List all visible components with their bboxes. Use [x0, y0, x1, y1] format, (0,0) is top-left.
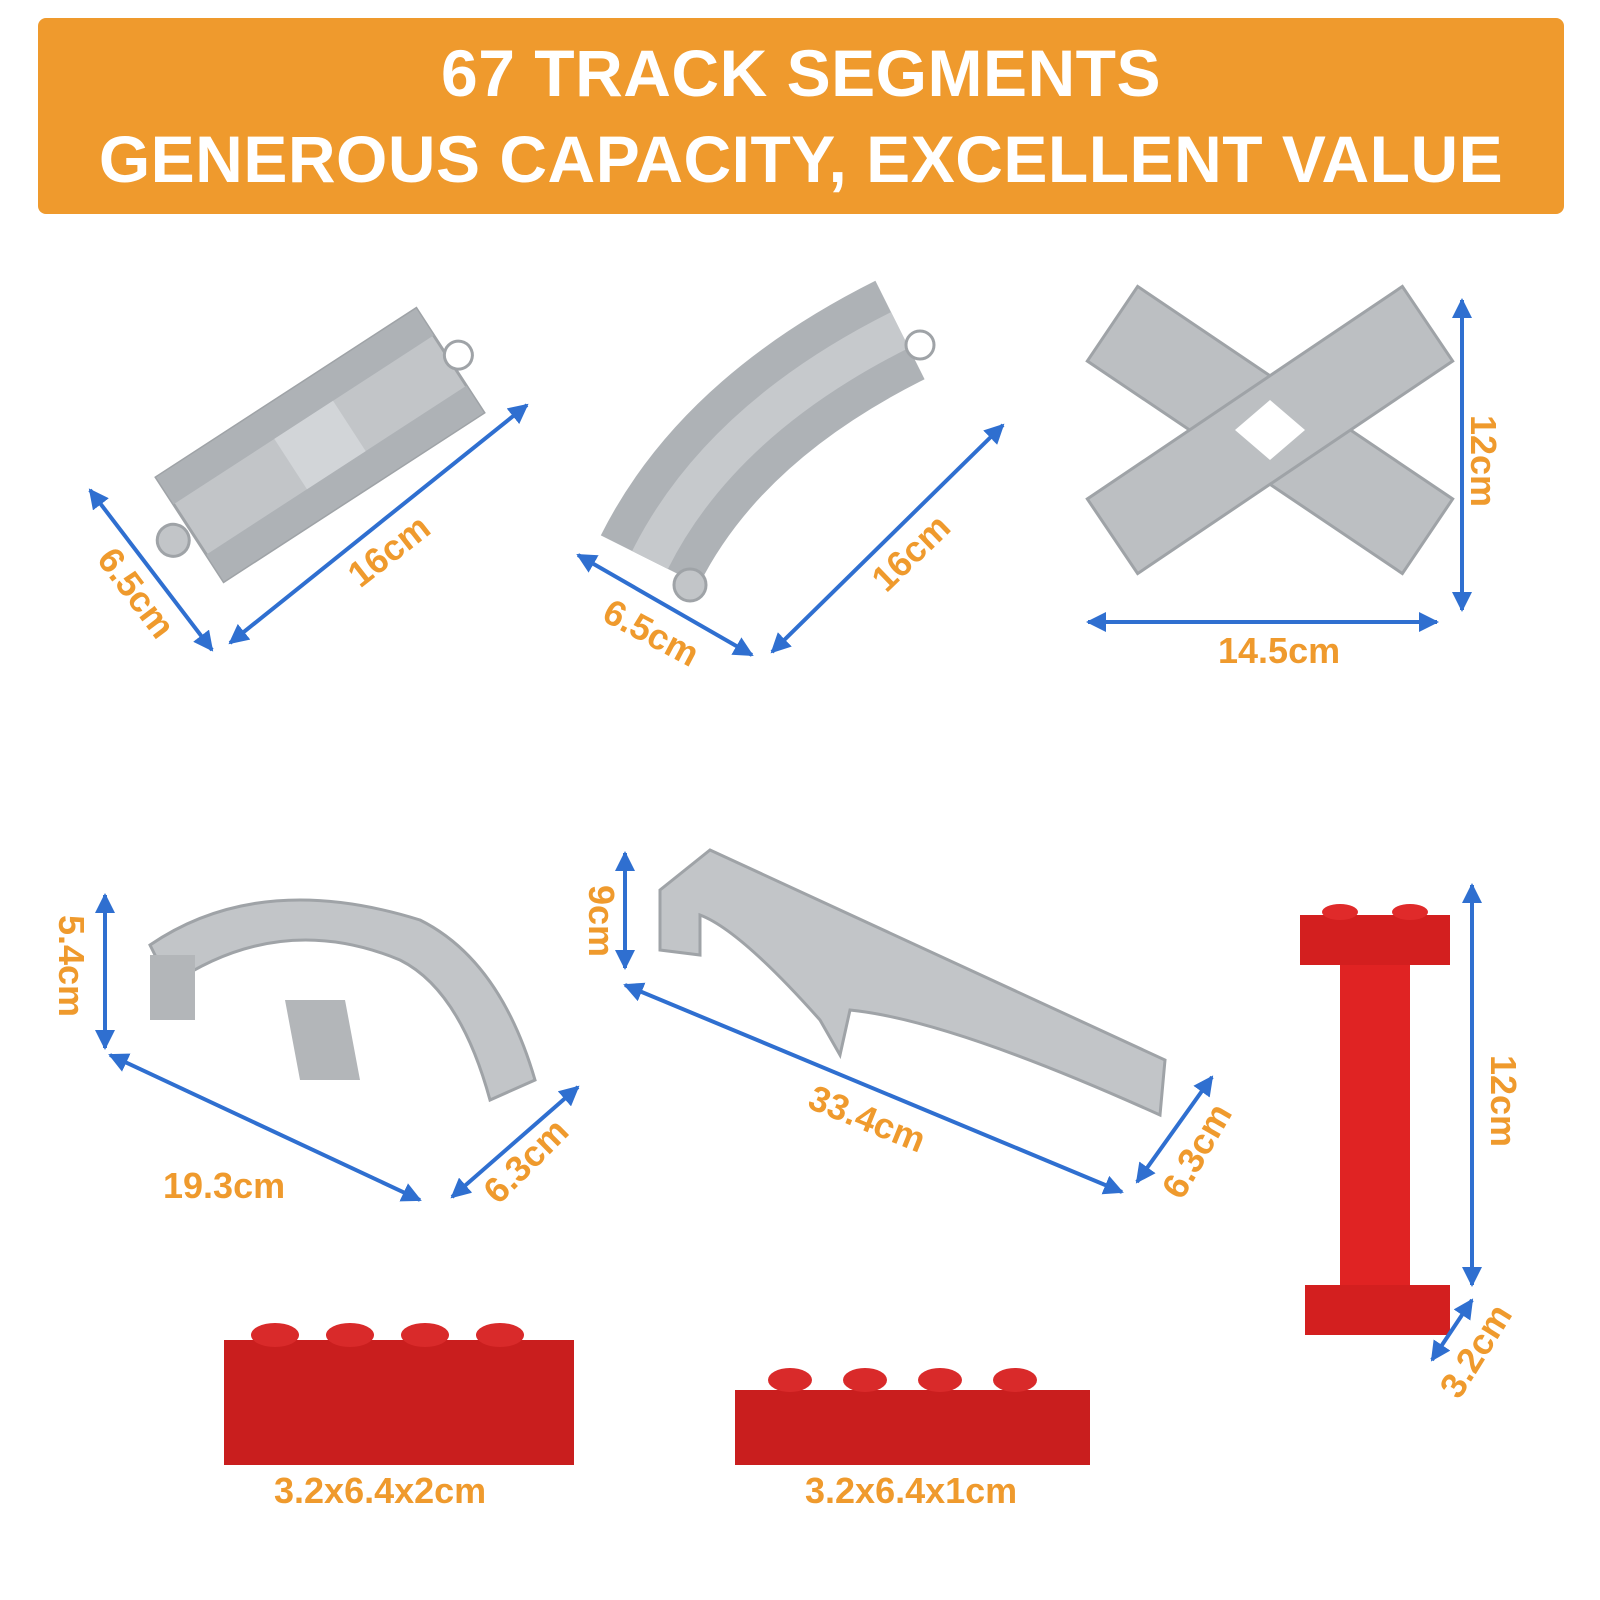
arrow-straight-length	[228, 403, 529, 645]
cross-track-piece	[1085, 284, 1455, 576]
tall-brick-size-label: 3.2x6.4x2cm	[274, 1470, 487, 1511]
pillar-height-label: 12cm	[1483, 1054, 1525, 1148]
curved-ramp-height-label: 5.4cm	[51, 914, 93, 1018]
flat-brick	[735, 1368, 1090, 1465]
arrow-ramp1-length	[108, 1053, 422, 1202]
banner-title: 67 TRACK SEGMENTS	[441, 36, 1161, 110]
arrow-curved-width	[576, 553, 754, 657]
arrow-ramp1-width	[450, 1085, 580, 1199]
long-ramp-piece	[658, 848, 1167, 1118]
support-pillar	[1300, 904, 1450, 1335]
arrow-straight-width	[88, 488, 214, 652]
arrow-ramp2-length	[623, 982, 1124, 1195]
banner-subtitle: GENEROUS CAPACITY, EXCELLENT VALUE	[98, 122, 1504, 196]
curved-ramp-length-label: 19.3cm	[163, 1165, 286, 1206]
arrow-ramp2-width	[1135, 1075, 1214, 1184]
arrow-curved-length	[770, 423, 1005, 654]
arrow-pillar-width	[1430, 1298, 1474, 1362]
curved-ramp-piece	[148, 898, 537, 1103]
straight-track-piece	[154, 306, 486, 584]
cross-track-width-label: 14.5cm	[1218, 630, 1341, 671]
cross-track-height-label: 12cm	[1463, 414, 1505, 508]
flat-brick-size-label: 3.2x6.4x1cm	[805, 1470, 1018, 1511]
dimension-arrows	[88, 298, 1482, 1362]
tall-brick	[224, 1323, 574, 1465]
header-banner: 67 TRACK SEGMENTS GENEROUS CAPACITY, EXC…	[38, 18, 1564, 214]
long-ramp-height-label: 9cm	[581, 884, 623, 958]
